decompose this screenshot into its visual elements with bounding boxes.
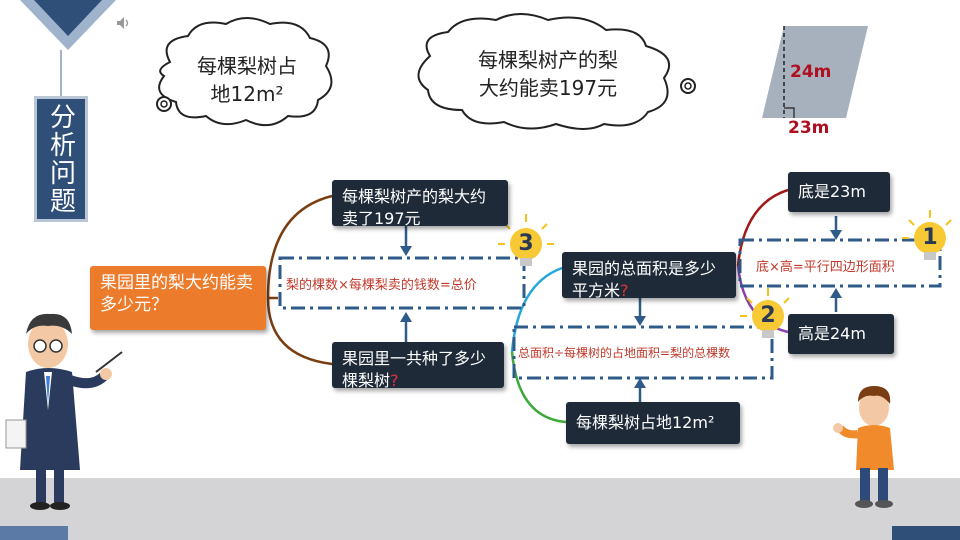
lightbulb-icon-1 bbox=[902, 210, 952, 260]
frame-area bbox=[738, 238, 942, 288]
question-mark: ? bbox=[390, 371, 399, 390]
formula-price: 梨的棵数×每棵梨卖的钱数=总价 bbox=[286, 278, 477, 293]
top-decoration-inner bbox=[34, 0, 102, 36]
frame-count bbox=[512, 325, 774, 380]
base-measure-label: 23m bbox=[788, 118, 830, 138]
cloud-1-line-1: 每棵梨树占 bbox=[197, 54, 297, 78]
bulb-number-1: 1 bbox=[922, 225, 938, 250]
node-tree-count: 果园里一共种了多少棵梨树? bbox=[332, 342, 504, 390]
section-tab: 分析问题 bbox=[34, 96, 88, 222]
question-mark: ? bbox=[620, 281, 629, 300]
cloud-1-line-2: 地12m² bbox=[210, 82, 284, 106]
node-per-tree-area: 每棵梨树占地12m² bbox=[566, 402, 740, 444]
parallelogram-figure bbox=[762, 26, 868, 118]
node-tree-count-text: 果园里一共种了多少棵梨树 bbox=[342, 349, 487, 390]
node-area-text: 果园的总面积是多少平方米 bbox=[572, 259, 717, 300]
arrows bbox=[400, 216, 842, 402]
branch-to-tree-count bbox=[266, 297, 333, 366]
cloud-2-line-1: 每棵梨树产的梨 bbox=[478, 48, 618, 72]
floor-bar-right bbox=[892, 526, 960, 540]
bulb-number-2: 2 bbox=[760, 303, 776, 328]
lightbulb-icon-3 bbox=[498, 214, 554, 266]
node-base: 底是23m bbox=[788, 172, 890, 212]
speaker-icon[interactable] bbox=[116, 16, 130, 30]
cloud-2-text: 每棵梨树产的梨 大约能卖197元 bbox=[450, 46, 646, 102]
frame-price bbox=[278, 256, 526, 310]
formula-area: 底×高=平行四边形面积 bbox=[756, 260, 895, 275]
formula-count: 总面积÷每棵树的占地面积=梨的总棵数 bbox=[518, 346, 731, 360]
node-height: 高是24m bbox=[788, 314, 894, 354]
floor-band bbox=[0, 478, 960, 540]
tab-connector bbox=[60, 50, 62, 96]
node-area: 果园的总面积是多少平方米? bbox=[562, 252, 736, 300]
bulb-number-3: 3 bbox=[518, 231, 534, 256]
branch-to-base bbox=[736, 188, 789, 267]
branch-to-sell-each bbox=[266, 194, 333, 299]
floor-bar-left bbox=[0, 526, 68, 540]
branch-to-area bbox=[510, 266, 563, 353]
student-character bbox=[833, 386, 894, 508]
cloud-2-line-2: 大约能卖197元 bbox=[478, 76, 618, 100]
thought-cloud-1 bbox=[156, 17, 333, 127]
thought-cloud-2 bbox=[417, 13, 696, 130]
cloud-1-text: 每棵梨树占 地12m² bbox=[182, 52, 312, 108]
height-measure-label: 24m bbox=[790, 62, 832, 82]
node-sell-each: 每棵梨树产的梨大约卖了197元 bbox=[332, 180, 508, 228]
branch-to-per-tree bbox=[510, 351, 567, 424]
root-question-node: 果园里的梨大约能卖多少元？ bbox=[90, 266, 266, 330]
teacher-character bbox=[5, 313, 123, 510]
